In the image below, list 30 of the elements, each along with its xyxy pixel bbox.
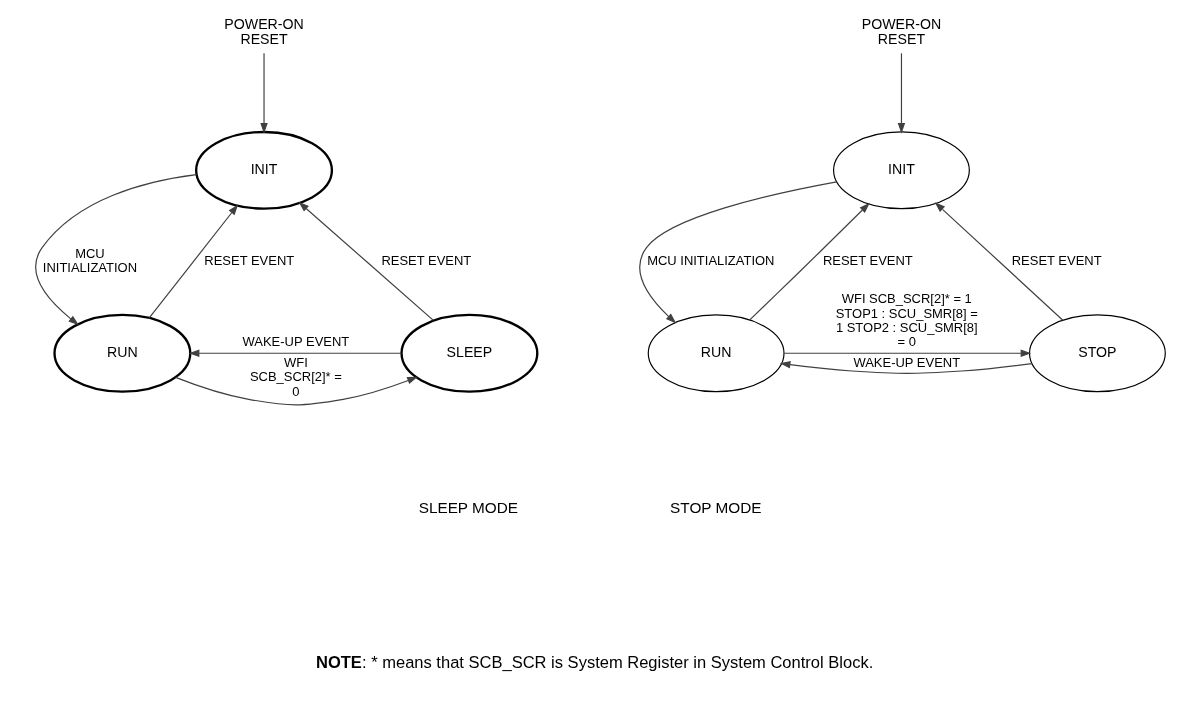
arrow xyxy=(188,349,402,357)
arrow xyxy=(934,202,1063,321)
arrow xyxy=(779,361,1033,374)
edge-label: WFI SCB_SCR[2]* = 1 STOP1 : SCU_SMR[8] = 1 STOP2 : SCU_SMR[8] = 0 xyxy=(835,291,978,349)
edge-label: MCU INITIALIZATION xyxy=(646,253,774,269)
edge-label: RESET EVENT xyxy=(203,253,294,269)
label: NOTE: * means that SCB_SCR is System Register in System Control Block. xyxy=(315,653,873,673)
arrow xyxy=(148,204,238,319)
edge-label: WAKE-UP EVENT xyxy=(242,333,349,349)
edge-label: RESET EVENT xyxy=(1011,253,1102,269)
label: SLEEP MODE xyxy=(418,499,518,517)
node-ellipse: INIT xyxy=(832,131,970,210)
arrow xyxy=(749,202,870,321)
node-text: POWER-ON RESET xyxy=(861,15,941,48)
arrow xyxy=(34,174,197,326)
arrow xyxy=(174,376,418,406)
edge-label: WFI SCB_SCR[2]* = 0 xyxy=(249,355,342,399)
arrow xyxy=(783,349,1031,357)
node-ellipse: SLEEP xyxy=(399,313,538,393)
arrow xyxy=(297,201,434,321)
arrow xyxy=(638,181,837,324)
edge-label: MCU INITIALIZATION xyxy=(42,246,137,276)
arrow xyxy=(897,52,905,134)
node-text: POWER-ON RESET xyxy=(223,15,304,48)
node-ellipse: STOP xyxy=(1028,314,1166,393)
edge-label: RESET EVENT xyxy=(380,253,471,269)
label: STOP MODE xyxy=(669,499,762,517)
edge-label: RESET EVENT xyxy=(822,253,913,269)
edge-label: WAKE-UP EVENT xyxy=(852,355,960,371)
arrow xyxy=(259,52,268,134)
